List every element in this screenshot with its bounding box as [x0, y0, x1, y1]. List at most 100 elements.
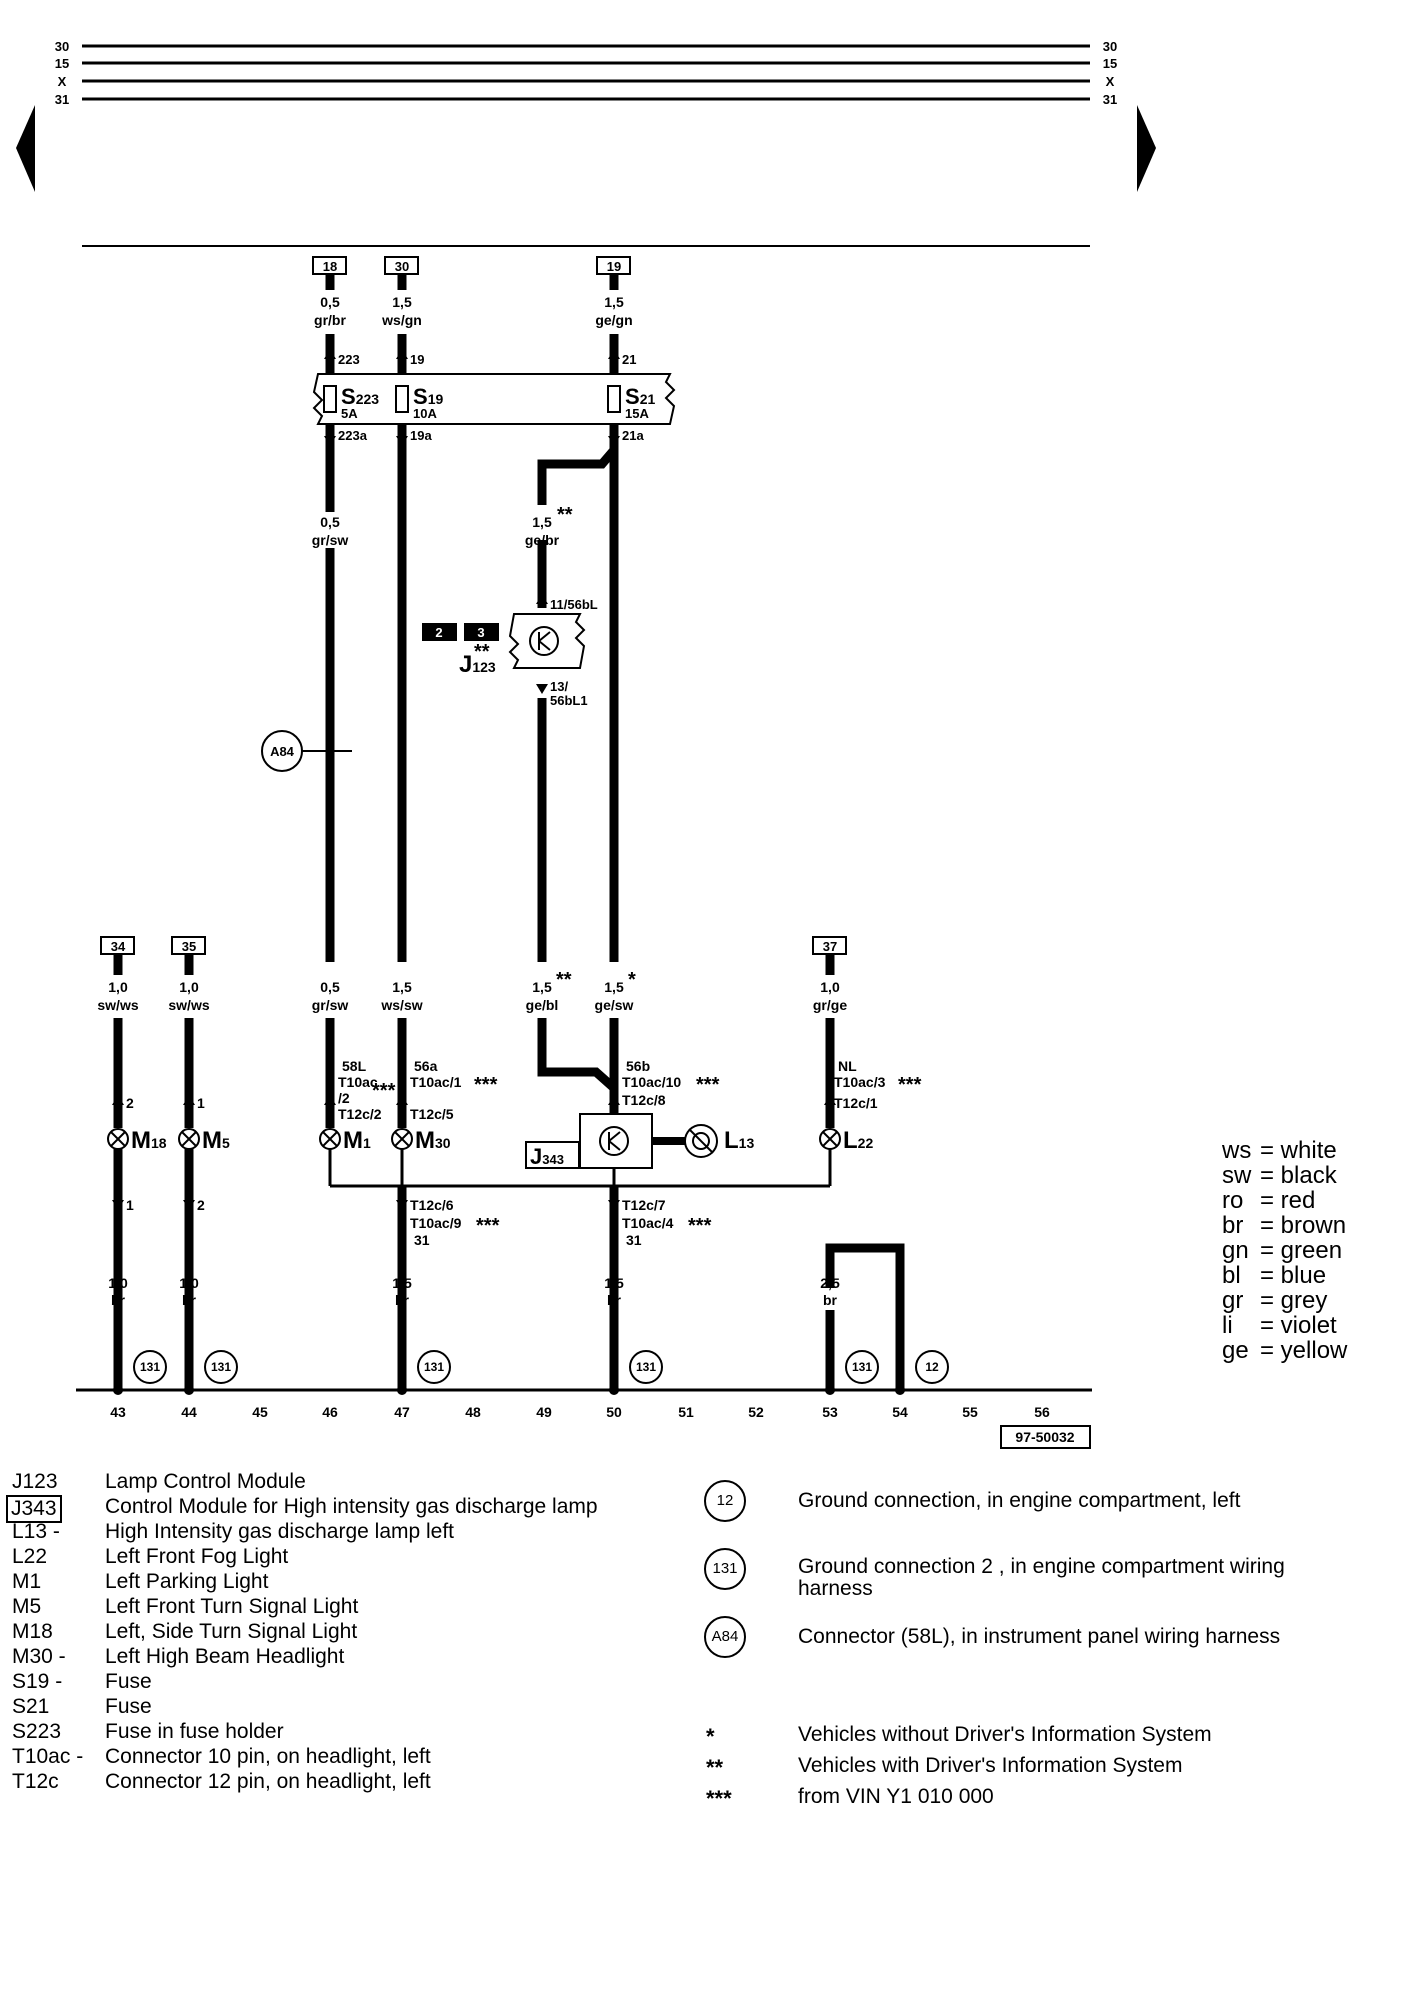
svg-text:56: 56	[1034, 1404, 1050, 1420]
main-wires	[325, 424, 619, 962]
svg-text:br: br	[395, 1292, 410, 1308]
connector-a84-icon: A84	[704, 1616, 746, 1658]
note-desc: Vehicles with Driver's Information Syste…	[798, 1754, 1183, 1777]
fuse-rating: 15A	[625, 406, 649, 421]
svg-text:12: 12	[925, 1360, 939, 1374]
m5-label: M5	[202, 1127, 230, 1154]
track-numbers: 43 44 45 46 47 48 49 50 51 52 53 54 55 5…	[110, 1404, 1050, 1420]
j123-arrow-in	[536, 594, 548, 604]
svg-text:T12c/2: T12c/2	[338, 1106, 382, 1122]
mid-wire-labels: 0,5 gr/sw 1,5 ge/br	[312, 514, 560, 548]
wire-size: 0,5	[320, 979, 340, 995]
note-stars: *	[706, 1724, 715, 1749]
svg-text:58L: 58L	[342, 1058, 367, 1074]
svg-text:T12c/5: T12c/5	[410, 1106, 454, 1122]
pin-label: 19	[410, 352, 424, 367]
svg-text:1,0: 1,0	[108, 1275, 128, 1291]
ref-box: 3	[477, 625, 484, 640]
svg-text:***: ***	[474, 1074, 498, 1096]
lamp-m1-icon	[319, 1128, 341, 1150]
legend-code: M5	[12, 1595, 42, 1618]
legend-code: M1	[12, 1570, 42, 1593]
svg-text:54: 54	[892, 1404, 908, 1420]
color-abbr: li	[1222, 1312, 1233, 1339]
legend-code: S19 -	[12, 1670, 63, 1693]
fuse-in-arrows	[324, 349, 620, 359]
ref-box-30: 30	[395, 259, 409, 274]
fuse-s223-sub: 223	[356, 391, 380, 407]
legend-desc: Left High Beam Headlight	[105, 1645, 345, 1668]
lamp-m18-icon	[107, 1128, 129, 1150]
power-rails	[82, 44, 1090, 101]
svg-text:56b: 56b	[626, 1058, 650, 1074]
pin-label: 19a	[410, 428, 432, 443]
wire-color: gr/sw	[312, 532, 349, 548]
rail-label: 15	[55, 56, 69, 71]
m1-label: M1	[343, 1127, 371, 1154]
color-abbr: gr	[1222, 1287, 1244, 1314]
color-name: = brown	[1260, 1212, 1347, 1239]
wire-color: gr/sw	[312, 997, 349, 1013]
ref-box-18: 18	[323, 259, 337, 274]
lower-top-refs: 34 35 37	[100, 936, 847, 955]
svg-text:T10ac: T10ac	[338, 1074, 378, 1090]
svg-text:48: 48	[465, 1404, 481, 1420]
ground-circle-labels: 131 131 131 131 131 12	[140, 1360, 939, 1374]
svg-text:br: br	[823, 1292, 838, 1308]
svg-text:131: 131	[852, 1360, 872, 1374]
fuse-out-arrows	[324, 436, 620, 446]
note-stars: ***	[706, 1786, 732, 1811]
pin-label: 13/	[550, 679, 568, 694]
svg-text:45: 45	[252, 1404, 268, 1420]
component-pin-labels: 2 1 58L T10ac /2 T12c/2 56a T10ac/1 T12c…	[126, 1058, 886, 1122]
color-name: = black	[1260, 1162, 1337, 1189]
wire-size: 1,5	[532, 979, 552, 995]
bus-stubs	[328, 1149, 832, 1186]
wire-color: ws/sw	[380, 997, 422, 1013]
j123-stars: **	[474, 641, 490, 663]
fuse-labels: S223 5A S19 10A S21 15A	[341, 384, 655, 421]
svg-text:S19: S19	[413, 384, 443, 409]
wire-size: 1,0	[820, 979, 840, 995]
legend-code: T12c	[12, 1770, 59, 1793]
color-abbr: bl	[1222, 1262, 1241, 1289]
ref-box: 2	[435, 625, 442, 640]
svg-text:131: 131	[140, 1360, 160, 1374]
wire-color: ge/bl	[526, 997, 559, 1013]
next-page-arrow-icon[interactable]	[1137, 105, 1156, 192]
legend-right-desc: Connector (58L), in instrument panel wir…	[798, 1625, 1281, 1648]
lower-top-stubs	[113, 954, 835, 975]
svg-text:T10ac/4: T10ac/4	[622, 1215, 674, 1231]
wire-color: ge/gn	[595, 312, 632, 328]
svg-text:2: 2	[126, 1095, 134, 1111]
prev-page-arrow-icon[interactable]	[16, 105, 35, 192]
rail-label: 31	[1103, 92, 1117, 107]
svg-text:T10ac/10: T10ac/10	[622, 1074, 681, 1090]
fuse-in-wires	[325, 334, 619, 374]
legend-desc: Connector 10 pin, on headlight, left	[105, 1745, 431, 1768]
j343-module	[579, 1113, 653, 1169]
color-name: = green	[1260, 1237, 1343, 1264]
fuse-top-wire-labels: 0,5 gr/br 1,5 ws/gn 1,5 ge/gn	[314, 294, 633, 328]
fuse-symbols	[323, 385, 621, 413]
rail-label: 15	[1103, 56, 1117, 71]
ground-bus-dots	[113, 1385, 905, 1395]
color-abbr: ro	[1222, 1187, 1244, 1214]
fuse-in-pins: 223 19 21	[338, 352, 636, 367]
legend-right-desc: Ground connection, in engine compartment…	[798, 1489, 1241, 1512]
m30-label: M30	[415, 1127, 451, 1154]
svg-text:***: ***	[372, 1080, 396, 1102]
svg-text:131: 131	[424, 1360, 444, 1374]
ground-12-icon: 12	[704, 1480, 746, 1522]
lamp-icons	[107, 1128, 841, 1150]
ref-box-19: 19	[607, 259, 621, 274]
svg-text:***: ***	[476, 1215, 500, 1237]
note-desc: from VIN Y1 010 000	[798, 1785, 994, 1808]
svg-text:31: 31	[626, 1232, 642, 1248]
pin-label: 56bL1	[550, 693, 588, 708]
fuse-rating: 5A	[341, 406, 358, 421]
ground-circle-icons	[133, 1350, 949, 1384]
legend-desc: Connector 12 pin, on headlight, left	[105, 1770, 431, 1793]
j123-ref-boxes: 2 3	[422, 623, 499, 641]
color-abbr: gn	[1222, 1237, 1249, 1264]
